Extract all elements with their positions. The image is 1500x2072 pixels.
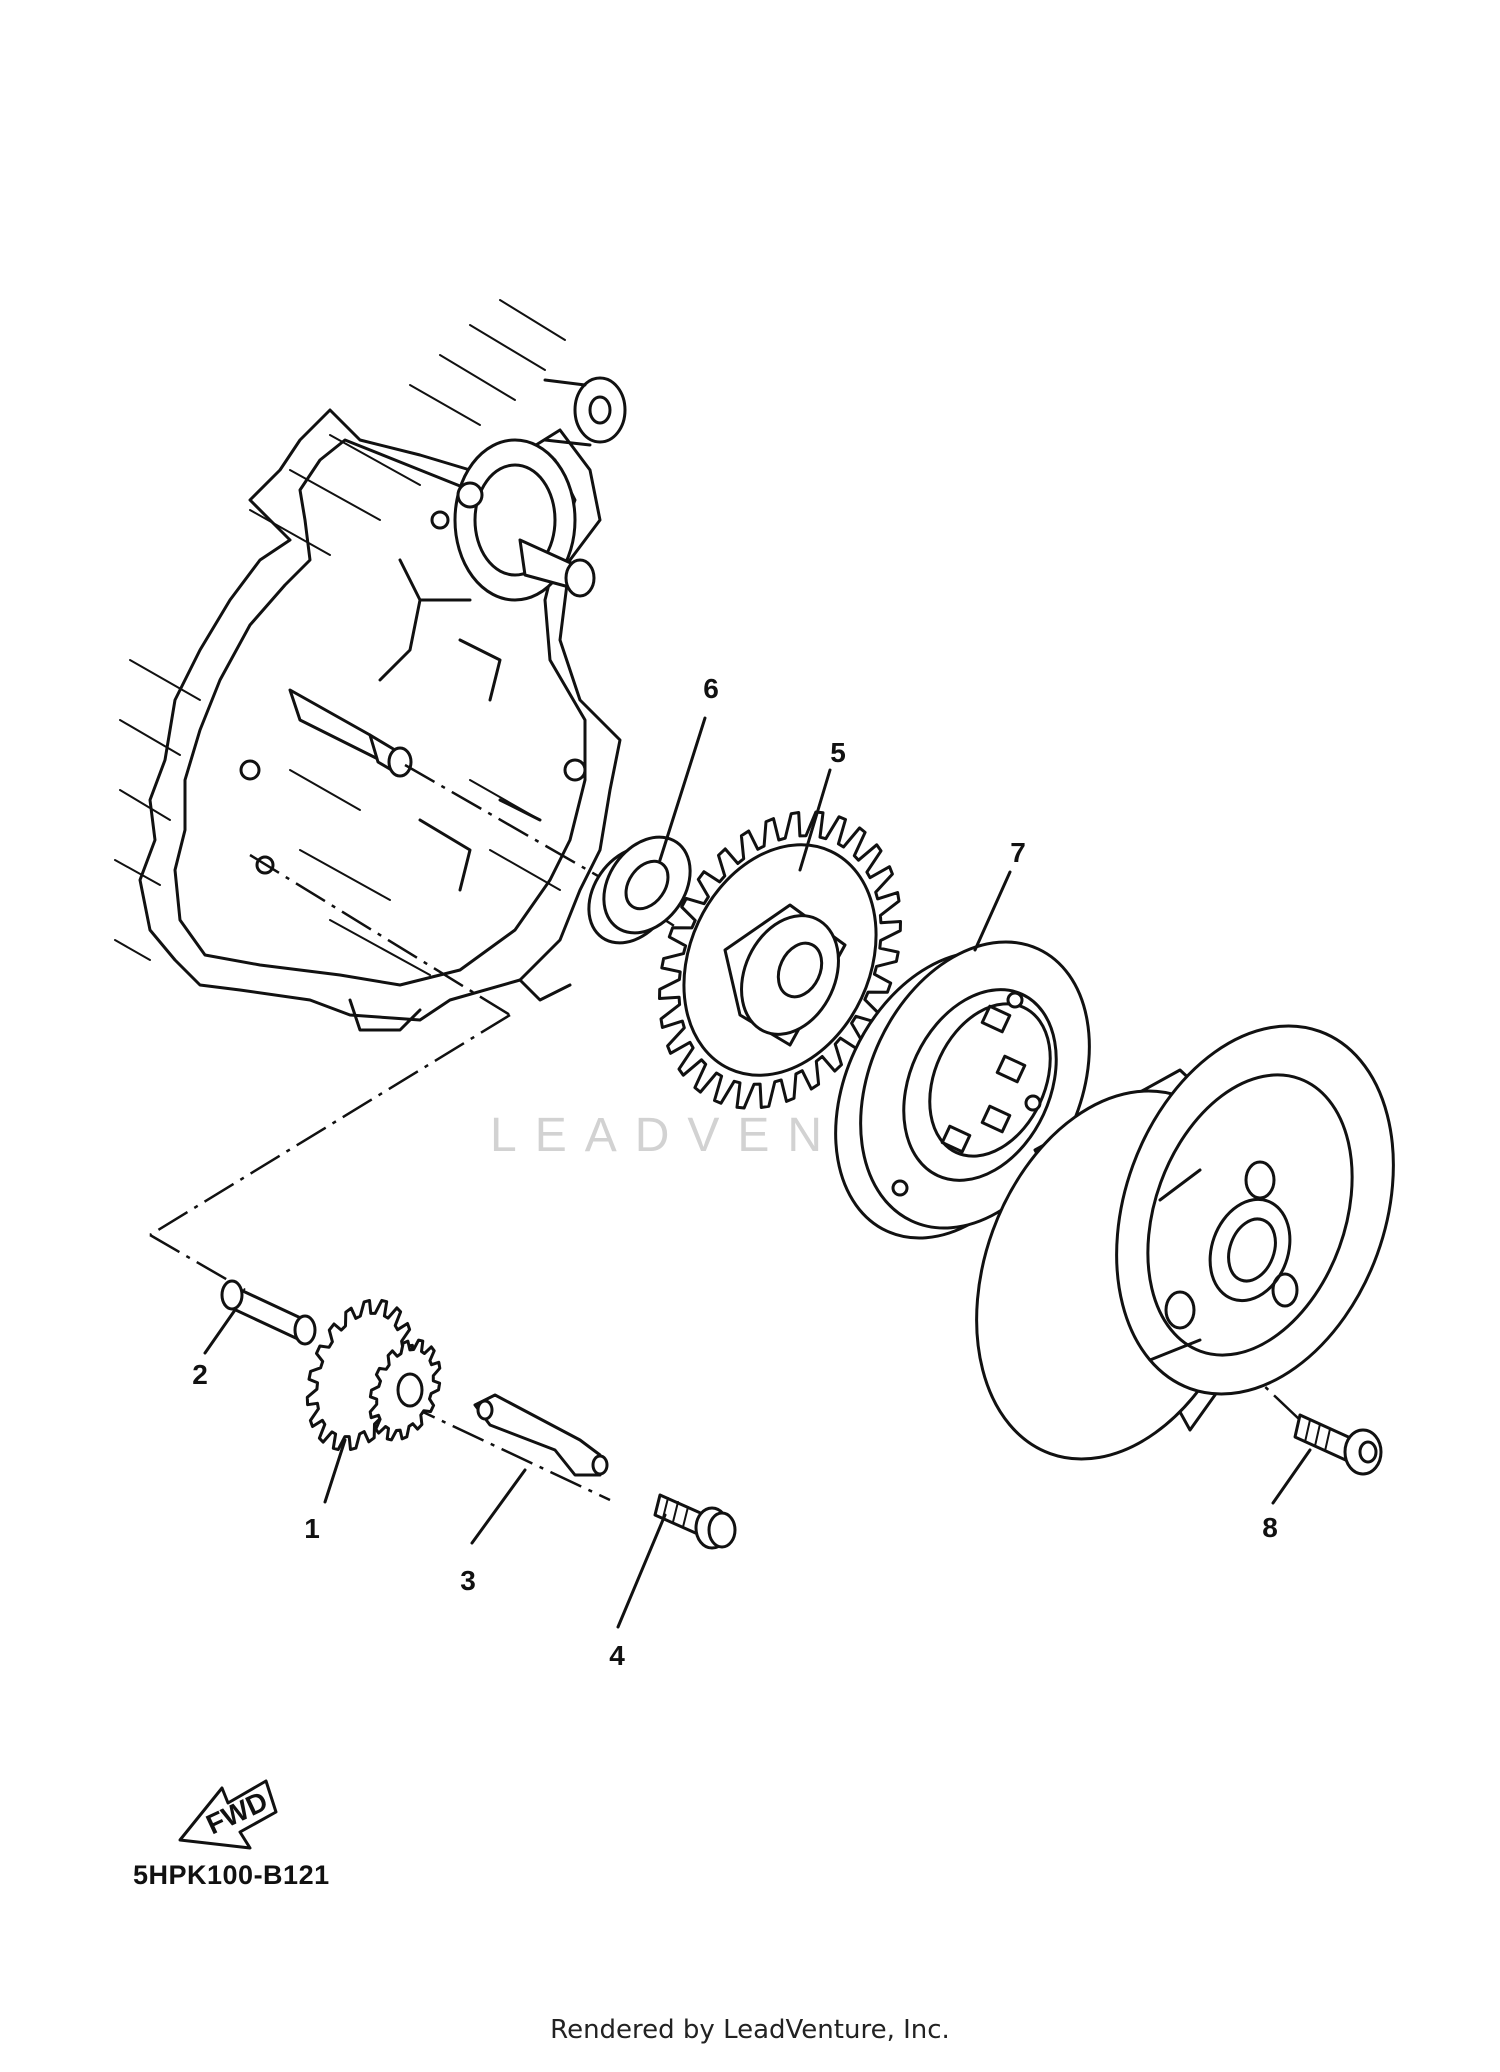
bolt-part-4[interactable] — [653, 1493, 737, 1550]
plate-part-3[interactable] — [473, 1393, 609, 1477]
bolt-part-8[interactable] — [1293, 1413, 1383, 1476]
leader-lines — [203, 716, 1312, 1629]
callout-3: 3 — [460, 1565, 476, 1596]
fwd-arrow-icon: FWD — [178, 1779, 278, 1850]
callout-7: 7 — [1010, 837, 1026, 868]
shaft-part-2[interactable] — [220, 1279, 317, 1346]
callout-6: 6 — [703, 673, 719, 704]
callout-4: 4 — [609, 1640, 625, 1671]
rotor-flywheel — [975, 1024, 1395, 1461]
callout-2: 2 — [192, 1359, 208, 1390]
washer-part-6[interactable] — [571, 821, 708, 960]
crankcase — [114, 299, 627, 1032]
gear-part-5[interactable] — [648, 810, 913, 1110]
gear-part-1[interactable] — [305, 1298, 442, 1452]
callout-1: 1 — [304, 1513, 320, 1544]
callout-5: 5 — [830, 737, 846, 768]
callout-8: 8 — [1262, 1512, 1278, 1543]
callouts: 1 2 3 4 5 6 7 8 — [192, 673, 1278, 1671]
diagram-code: 5HPK100-B121 — [133, 1860, 330, 1890]
render-credit: Rendered by LeadVenture, Inc. — [550, 2015, 950, 2045]
